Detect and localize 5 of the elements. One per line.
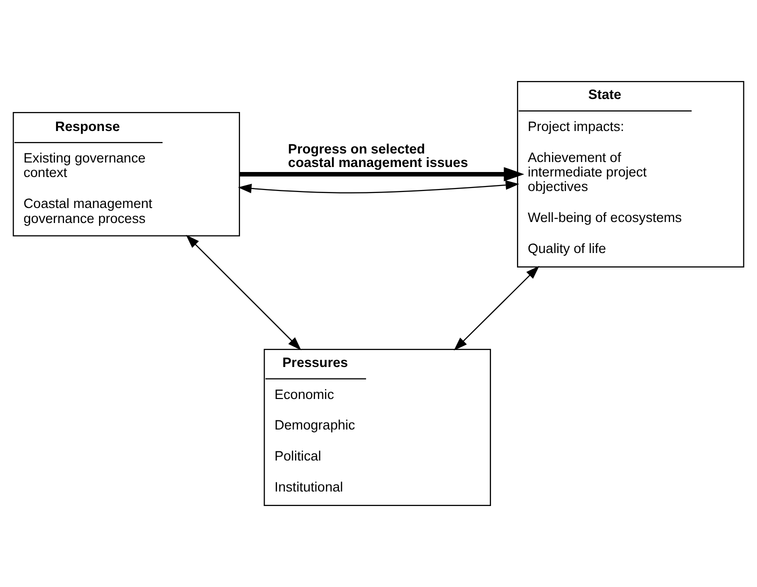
arrow xyxy=(240,167,524,182)
edge-label: Progress on selected coastal management issues xyxy=(288,141,468,170)
arrow xyxy=(238,180,520,194)
arrow xyxy=(186,234,302,350)
arrow xyxy=(454,266,540,351)
